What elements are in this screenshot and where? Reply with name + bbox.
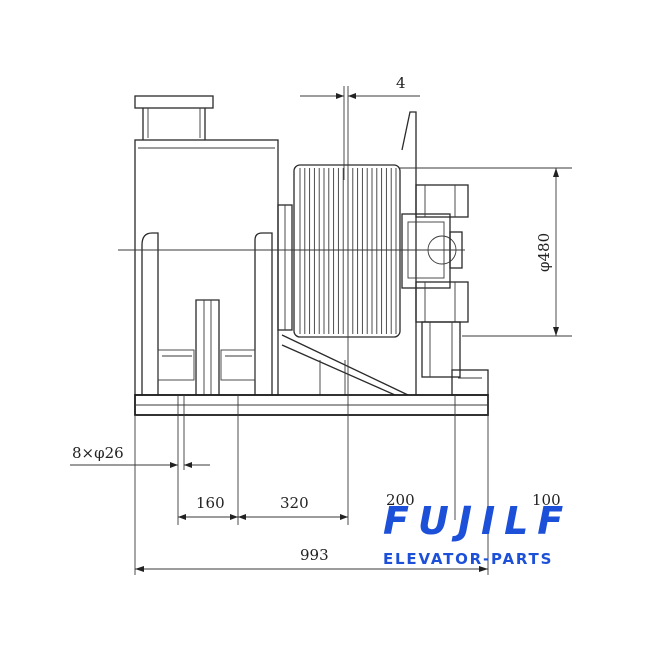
brand-watermark: FUJILF ELEVATOR-PARTS <box>383 500 595 568</box>
dim-160-label: 160 <box>196 494 225 512</box>
motor-body <box>134 139 279 396</box>
brand-subtitle: ELEVATOR-PARTS <box>383 550 554 568</box>
dim-320-label: 320 <box>280 494 309 512</box>
dim-100-label: 100 <box>532 491 561 509</box>
support-bracket <box>281 334 409 396</box>
dim-holes: 8×φ26 <box>70 444 210 468</box>
dim-holes-label: 8×φ26 <box>72 444 124 462</box>
base-plate <box>134 394 489 416</box>
dim-diameter: φ480 <box>400 167 572 337</box>
dim-spacing: 160 320 200 100 <box>178 491 561 520</box>
dim-total: 993 <box>135 546 488 572</box>
dim-gap: 4 <box>300 74 420 180</box>
coupling <box>277 204 293 331</box>
dim-total-label: 993 <box>300 546 329 564</box>
dim-diameter-label: φ480 <box>535 233 553 272</box>
brand-logo: FUJILF <box>383 499 573 543</box>
center-lines <box>118 86 489 575</box>
top-flange <box>134 95 214 140</box>
dim-200-label: 200 <box>386 491 415 509</box>
dim-gap-label: 4 <box>396 74 406 92</box>
brake-assembly <box>401 111 489 396</box>
traction-sheave <box>293 164 401 338</box>
